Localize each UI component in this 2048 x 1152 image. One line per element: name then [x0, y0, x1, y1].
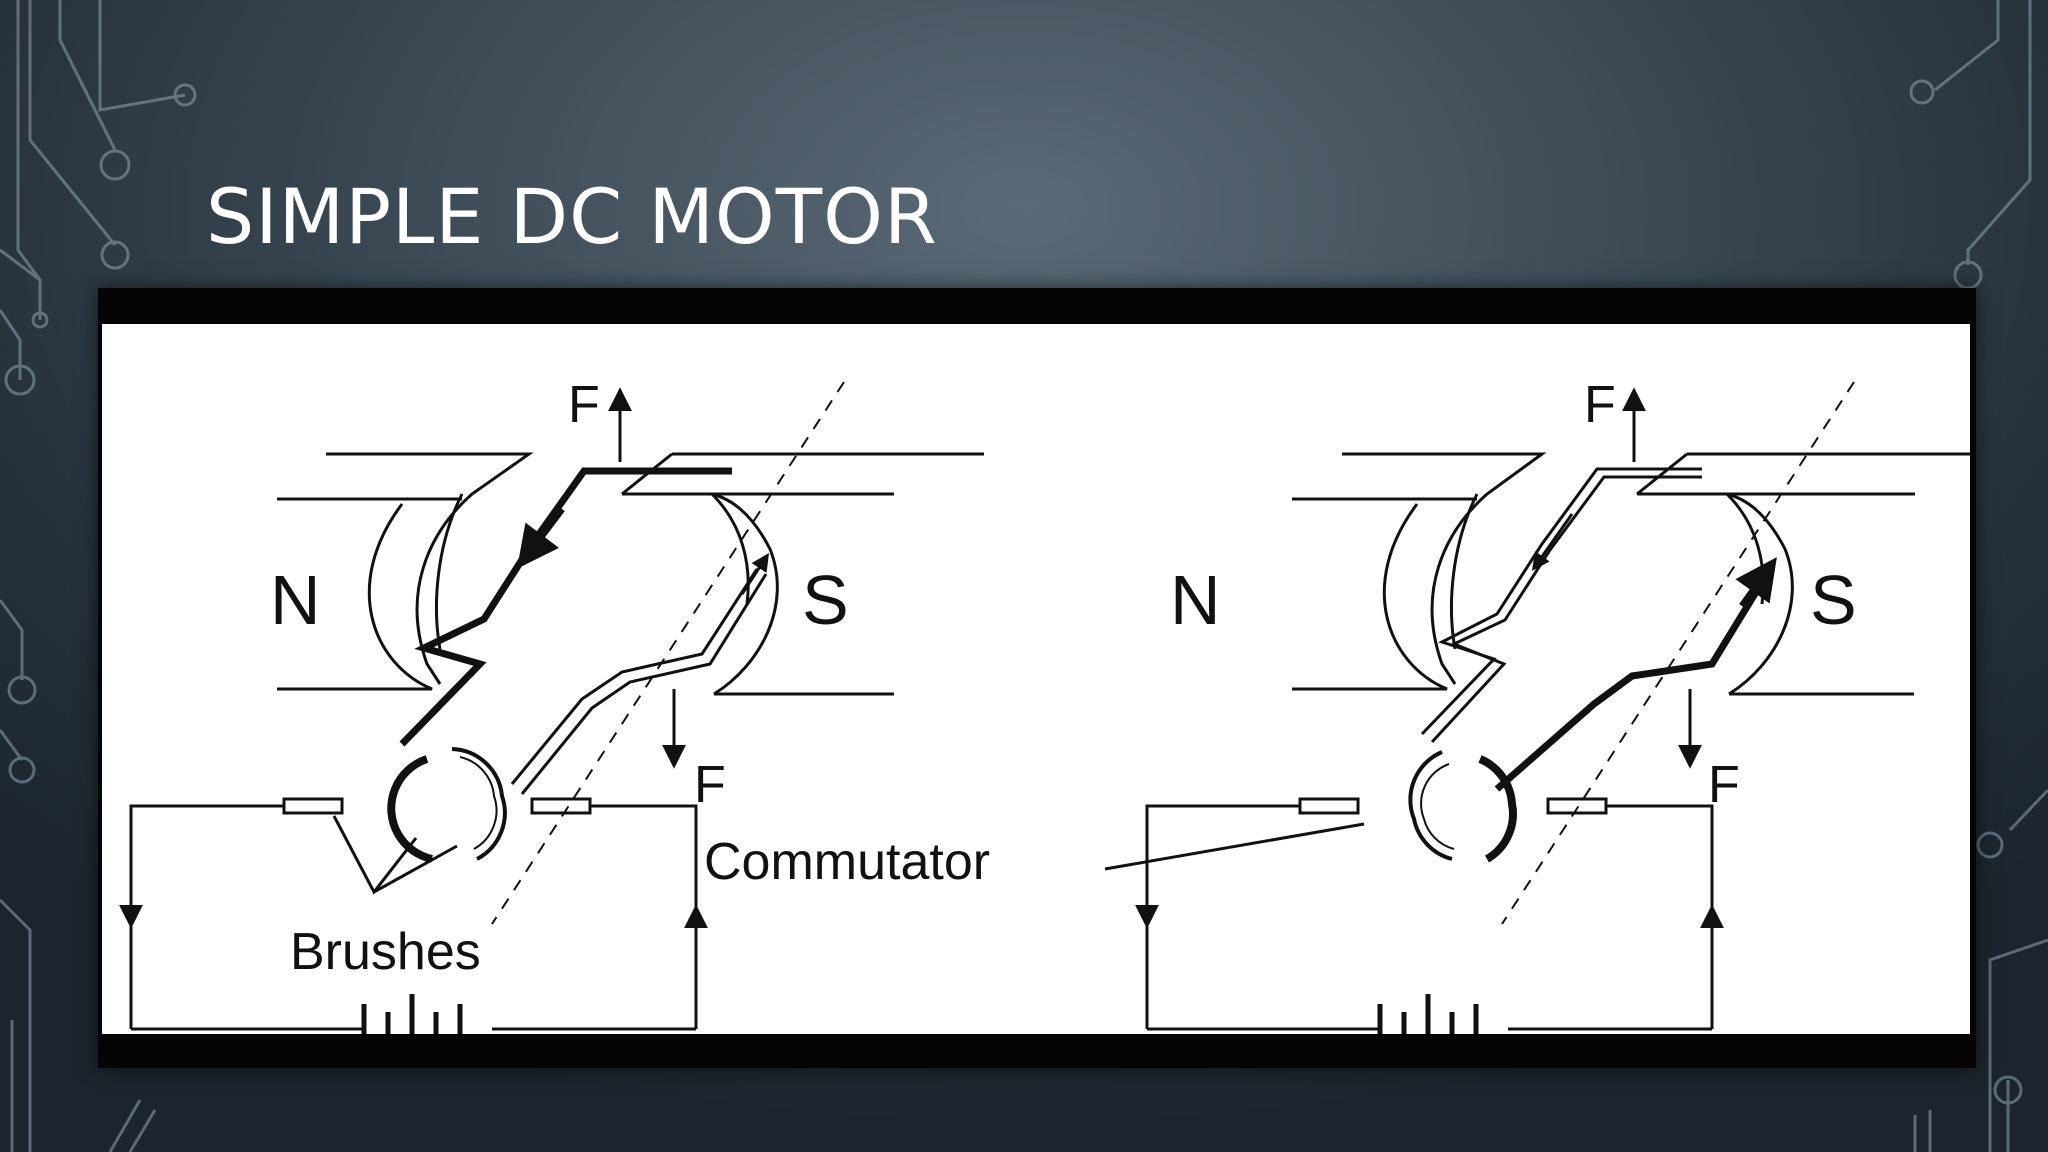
left-force-top-label: F [568, 376, 600, 434]
right-north-label: N [1170, 561, 1221, 639]
right-force-top-label: F [1584, 376, 1616, 434]
diagram-frame: N S F F Brushes Commutator [98, 288, 1976, 1068]
left-motor [119, 381, 984, 1034]
right-south-pole [1636, 452, 1970, 696]
right-motor [1135, 381, 1970, 1034]
left-north-label: N [270, 561, 321, 639]
commutator-pointers [1104, 822, 1365, 871]
left-force-bottom-label: F [694, 756, 726, 814]
right-north-pole [1292, 452, 1547, 691]
right-force-bottom-label: F [1708, 756, 1740, 814]
left-south-label: S [802, 561, 849, 639]
diagram-panel: N S F F Brushes Commutator [102, 324, 1970, 1034]
slide-title: SIMPLE DC MOTOR [206, 172, 938, 261]
commutator-label: Commutator [704, 833, 990, 891]
dc-motor-diagram: N S F F Brushes Commutator [119, 376, 1970, 1034]
right-south-label: S [1810, 561, 1857, 639]
brushes-label: Brushes [290, 923, 481, 981]
